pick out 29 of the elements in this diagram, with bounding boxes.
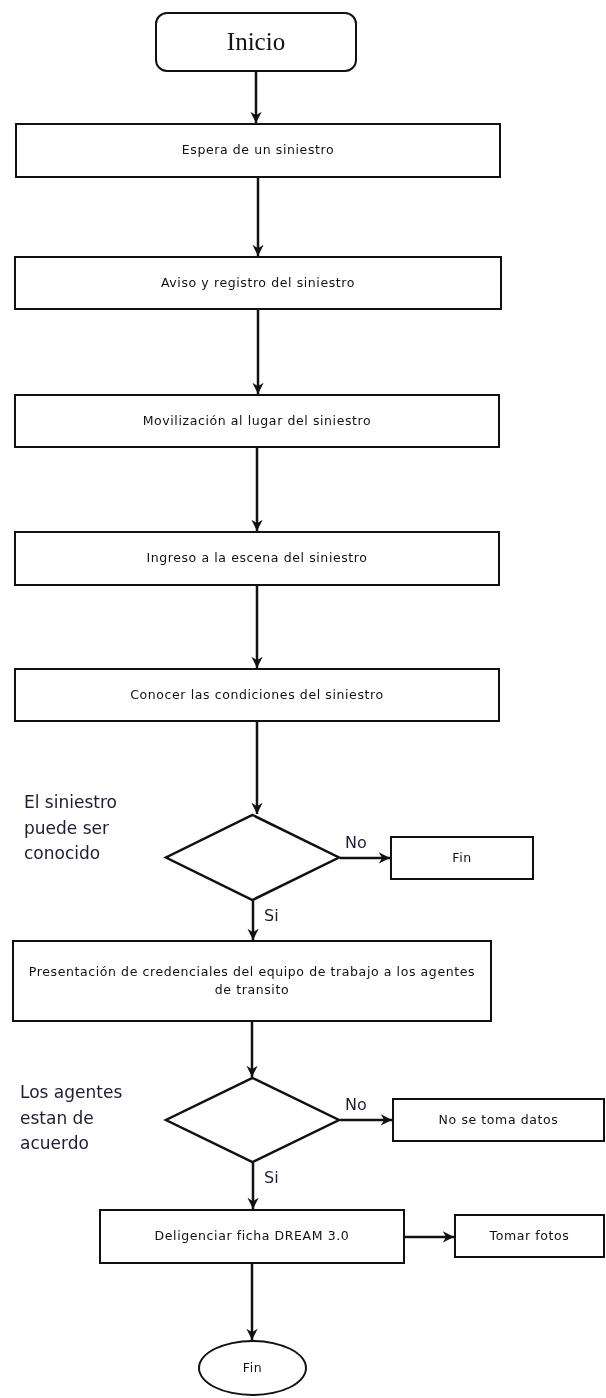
arrow [251, 722, 263, 814]
arrow [252, 310, 264, 394]
arrow [247, 1163, 259, 1209]
process-box: Ingreso a la escena del siniestro [14, 531, 500, 586]
process-box: Presentación de credenciales del equipo de trabajo a los agentes de transito [12, 940, 492, 1022]
decision-question: El siniestro puede ser conocido [24, 791, 118, 865]
process-box: Fin [390, 836, 534, 880]
decision-question: Los agentes estan de acuerdo [20, 1081, 124, 1155]
process-box: Aviso y registro del siniestro [14, 256, 502, 310]
arrow [252, 178, 264, 256]
process-box: Tomar fotos [454, 1214, 605, 1258]
decision-diamond [165, 814, 340, 901]
arrow [250, 72, 262, 123]
arrow [340, 852, 390, 864]
start-terminal: Inicio [155, 12, 357, 72]
arrow [251, 586, 263, 668]
arrow [247, 901, 259, 940]
arrow [246, 1264, 258, 1340]
arrow [340, 1114, 392, 1126]
decision-diamond [165, 1077, 340, 1163]
process-box: Conocer las condiciones del siniestro [14, 668, 500, 722]
process-box: Movilización al lugar del siniestro [14, 394, 500, 448]
process-box: Deligenciar ficha DREAM 3.0 [99, 1209, 405, 1264]
arrow [251, 448, 263, 531]
process-box: No se toma datos [392, 1098, 605, 1142]
arrow [405, 1231, 454, 1243]
arrow [246, 1022, 258, 1077]
process-box: Espera de un siniestro [15, 123, 501, 178]
end-terminal: Fin [198, 1340, 307, 1396]
